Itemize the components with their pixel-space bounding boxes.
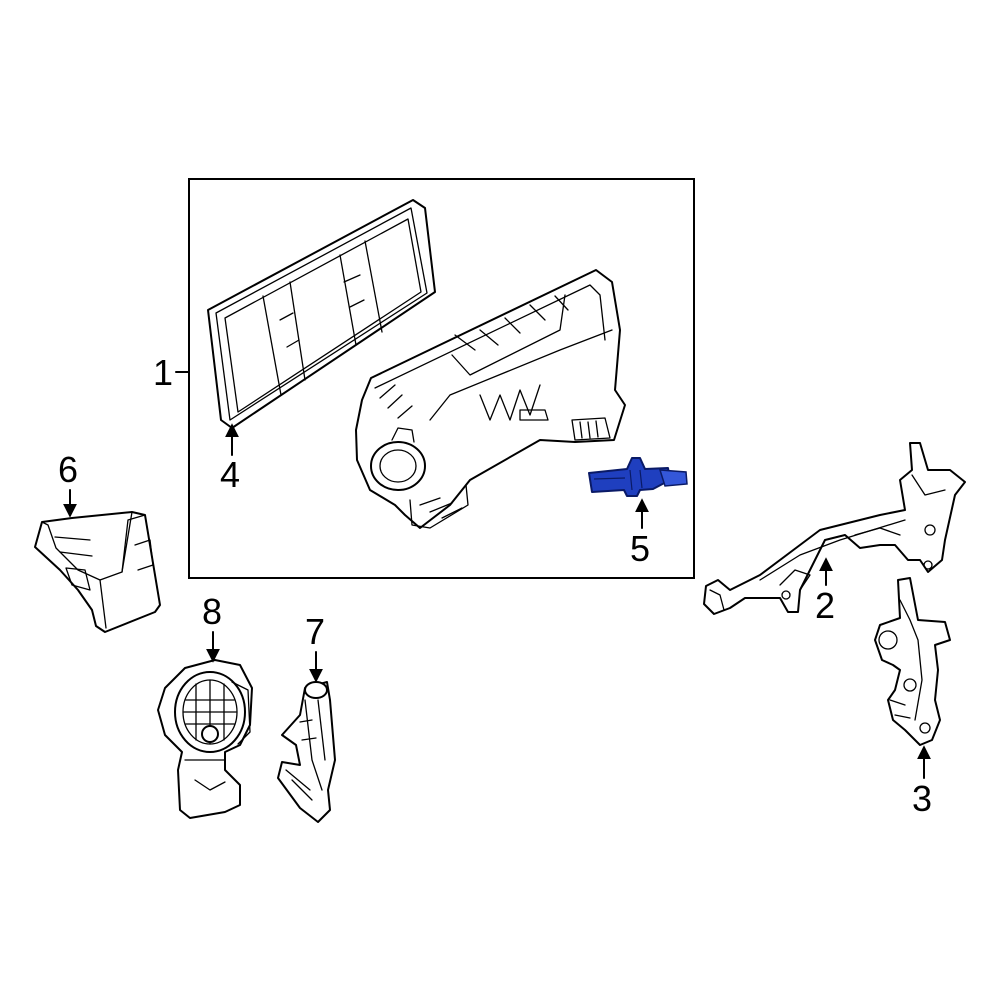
callout-8[interactable]: 8 bbox=[202, 591, 222, 632]
mounting-bracket-short[interactable] bbox=[874, 577, 951, 746]
callout-4[interactable]: 4 bbox=[220, 454, 240, 495]
inlet-resonator[interactable] bbox=[157, 659, 253, 819]
callout-5[interactable]: 5 bbox=[630, 528, 650, 569]
mass-airflow-sensor-highlighted[interactable] bbox=[588, 457, 688, 497]
callout-6[interactable]: 6 bbox=[58, 449, 78, 490]
assembly-frame bbox=[188, 178, 695, 579]
callout-3[interactable]: 3 bbox=[912, 778, 932, 819]
callout-2[interactable]: 2 bbox=[815, 585, 835, 626]
air-filter-element[interactable] bbox=[207, 199, 436, 429]
callout-7[interactable]: 7 bbox=[305, 611, 325, 652]
mounting-bracket-long[interactable] bbox=[703, 442, 966, 615]
air-cleaner-housing[interactable] bbox=[355, 269, 626, 529]
callout-1[interactable]: 1 bbox=[153, 352, 173, 393]
intake-duct-adapter[interactable] bbox=[34, 511, 161, 633]
support-bracket[interactable] bbox=[277, 681, 336, 823]
